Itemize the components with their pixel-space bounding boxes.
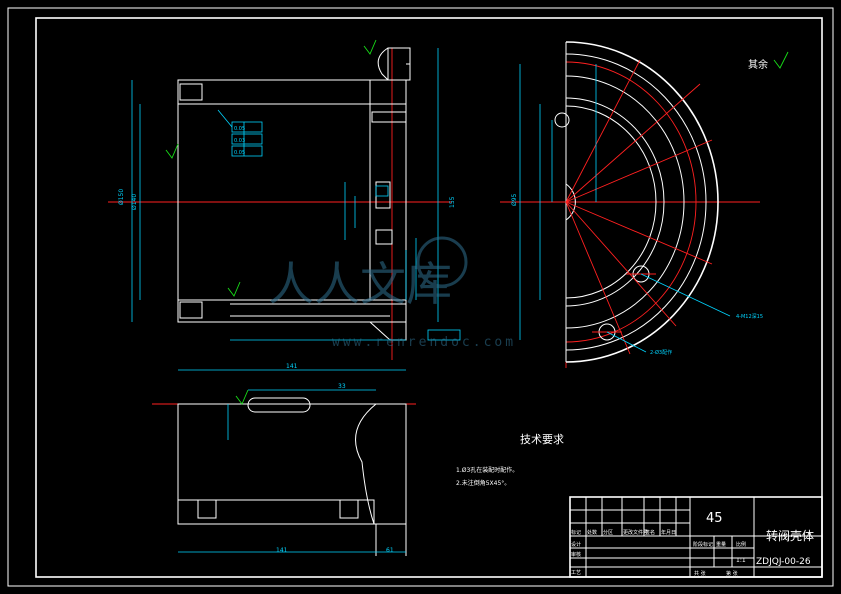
role-design: 设计: [571, 541, 581, 548]
side-view: Ø95 4-M12深15 2-Ø3配作: [500, 41, 763, 368]
scale-label: 比例: [736, 541, 746, 548]
dim-section-length: 141: [276, 547, 288, 554]
dim-slot-width: 33: [338, 383, 346, 390]
scale: 1:1: [736, 557, 746, 564]
tolerance-3: 0.05: [234, 150, 245, 156]
watermark-text: 人人文库: [268, 257, 452, 311]
stage-label: 阶段标记: [693, 541, 713, 548]
rev-label-4: 更改文件号: [623, 529, 648, 536]
dim-section-right: 61: [386, 547, 394, 554]
rev-label-1: 标记: [571, 529, 581, 536]
drawing-no: ZDJQJ-00-26: [756, 557, 811, 567]
hole-note-1: 4-M12深15: [736, 313, 763, 320]
material: 45: [706, 511, 723, 526]
rev-label-2: 处数: [587, 529, 597, 536]
tech-req-item-2: 2.未注倒角5X45°。: [456, 479, 510, 487]
front-section-view: Ø150 Ø140 141 155 0.05 0.03 0.05: [108, 39, 461, 371]
watermark: 人人文库 www.renrendoc.com: [268, 236, 516, 350]
dim-total-height: 155: [449, 196, 456, 208]
surface-finish-note: 其余: [748, 58, 768, 71]
sheet-current: 第 张: [726, 570, 738, 577]
tolerance-2: 0.03: [234, 138, 245, 144]
rev-label-5: 签名: [645, 529, 655, 536]
tolerance-1: 0.05: [234, 126, 245, 132]
outer-frame: [7, 7, 834, 587]
sheets-total: 共 张: [694, 570, 706, 577]
dim-outer-dia: Ø150: [118, 189, 125, 205]
dim-bore-dia: Ø140: [131, 194, 138, 210]
inner-frame: [35, 17, 823, 578]
dim-front-length: 141: [286, 363, 298, 370]
rev-label-3: 分区: [603, 529, 613, 536]
watermark-url: www.renrendoc.com: [332, 335, 516, 350]
bottom-section-view: 141 61 33: [152, 383, 416, 556]
hole-note-2: 2-Ø3配作: [650, 349, 672, 356]
title-block: 45 转阀壳体 ZDJQJ-00-26 1:1 标记 处数 分区 更改文件号 签…: [569, 496, 823, 578]
role-process: 工艺: [571, 570, 581, 576]
role-review: 审核: [571, 551, 581, 558]
tech-req-title: 技术要求: [520, 433, 564, 446]
rev-label-6: 年月日: [661, 529, 676, 536]
weight-label: 重量: [716, 541, 726, 548]
dim-side-dia: Ø95: [511, 193, 518, 206]
part-name: 转阀壳体: [766, 528, 814, 543]
tech-req-item-1: 1.Ø3孔在装配时配作。: [456, 466, 518, 474]
